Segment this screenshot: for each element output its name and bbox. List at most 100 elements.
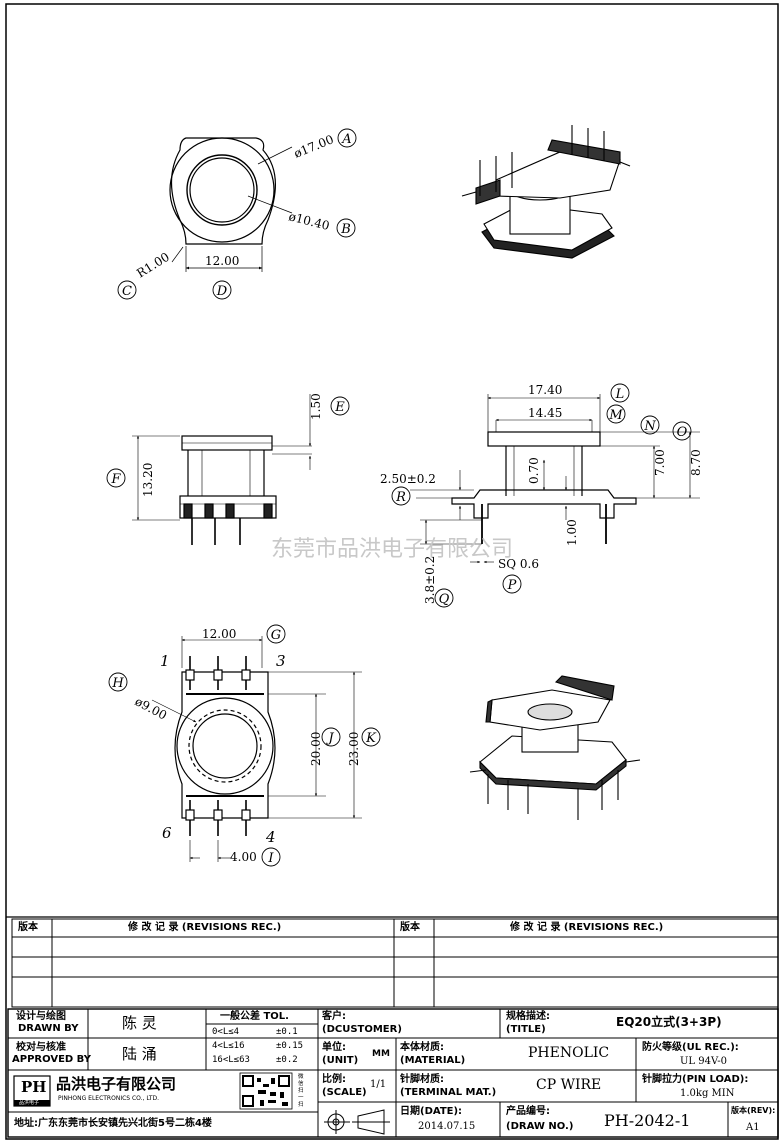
top-dia-inner-label: ø10.40 bbox=[287, 209, 331, 233]
drawn-by-label: 设计与绘图 bbox=[16, 1011, 66, 1022]
date-label: 日期(DATE): bbox=[400, 1106, 463, 1117]
pin-number-4: 4 bbox=[265, 828, 276, 846]
approved-by-label-en: APPROVED BY bbox=[12, 1054, 91, 1065]
logo-text: PH bbox=[21, 1078, 47, 1096]
top-view bbox=[169, 137, 293, 272]
callout-j: J bbox=[325, 731, 334, 746]
sheet-border bbox=[5, 3, 779, 1140]
tolerance-title: 一般公差 TOL. bbox=[220, 1011, 289, 1022]
side-height-label: 13.20 bbox=[141, 463, 155, 497]
callout-o: O bbox=[677, 425, 688, 440]
bottom-pitch-label: 4.00 bbox=[230, 850, 257, 864]
tolerance-row-2-range: 4<L≤16 bbox=[212, 1041, 245, 1051]
section-flange-label: 7.00 bbox=[653, 449, 667, 476]
revision-table bbox=[11, 918, 779, 1008]
top-dia-outer-label: ø17.00 bbox=[292, 132, 336, 161]
section-wall-label: 0.70 bbox=[527, 457, 541, 484]
fire-rating-value: UL 94V-0 bbox=[680, 1056, 728, 1067]
material-label-en: (MATERIAL) bbox=[400, 1055, 466, 1066]
tolerance-row-3-range: 16<L≤63 bbox=[212, 1055, 250, 1065]
terminal-material-label-en: (TERMINAL MAT.) bbox=[400, 1087, 497, 1098]
unit-label-en: (UNIT) bbox=[322, 1055, 359, 1066]
pin-load-label: 针脚拉力(PIN LOAD): bbox=[642, 1074, 749, 1085]
bottom-view bbox=[151, 636, 362, 862]
callout-e: E bbox=[334, 400, 345, 415]
callout-b: B bbox=[340, 222, 351, 237]
callout-g: G bbox=[271, 628, 281, 643]
draw-no-label-en: (DRAW NO.) bbox=[506, 1121, 574, 1132]
section-pin-offset-label: 2.50±0.2 bbox=[380, 472, 436, 486]
rev-col-header-right: 版本 bbox=[400, 922, 420, 933]
section-pin-square-label: SQ 0.6 bbox=[498, 557, 539, 571]
pin-load-value: 1.0kg MIN bbox=[680, 1088, 735, 1099]
callout-l: L bbox=[615, 387, 625, 402]
tolerance-row-1-value: ±0.1 bbox=[276, 1027, 298, 1037]
callout-h: H bbox=[111, 676, 124, 691]
bottom-height-outer-label: 23.00 bbox=[347, 732, 361, 766]
material-label: 本体材质: bbox=[400, 1042, 444, 1053]
callout-r: R bbox=[395, 490, 406, 505]
tolerance-row-1-range: 0<L≤4 bbox=[212, 1027, 240, 1037]
callout-d: D bbox=[216, 284, 228, 299]
projection-symbol bbox=[324, 1109, 390, 1135]
section-width-outer-label: 17.40 bbox=[528, 383, 562, 397]
scale-value: 1/1 bbox=[370, 1079, 387, 1090]
date-value: 2014.07.15 bbox=[418, 1121, 476, 1132]
drawn-by-name: 陈 灵 bbox=[122, 1014, 157, 1032]
pin-number-3: 3 bbox=[276, 652, 286, 670]
section-view bbox=[410, 394, 700, 564]
unit-label: 单位: bbox=[322, 1042, 346, 1053]
rev-records-header-left: 修 改 记 录 (REVISIONS REC.) bbox=[128, 922, 282, 933]
company-name-cn: 品洪电子有限公司 bbox=[56, 1075, 177, 1093]
scale-label-en: (SCALE) bbox=[322, 1087, 367, 1098]
side-height-top-label: 1.50 bbox=[309, 393, 323, 420]
company-name-en: PINHONG ELECTRONICS CO., LTD. bbox=[58, 1095, 160, 1102]
fire-rating-label: 防火等级(UL REC.): bbox=[642, 1042, 739, 1053]
qr-code bbox=[239, 1072, 293, 1110]
unit-value: MM bbox=[372, 1049, 390, 1059]
isometric-view-top bbox=[461, 125, 631, 259]
callout-f: F bbox=[110, 472, 121, 487]
callout-p: P bbox=[507, 578, 517, 593]
title-label-en: (TITLE) bbox=[506, 1024, 546, 1035]
logo-subtext: 品洪电子 bbox=[19, 1100, 40, 1106]
draw-no-label: 产品编号: bbox=[506, 1106, 550, 1117]
title-label: 规格描述: bbox=[506, 1011, 550, 1022]
material-value: PHENOLIC bbox=[528, 1045, 610, 1061]
company-address: 地址:广东东莞市长安镇先兴北街5号二栋4楼 bbox=[14, 1118, 212, 1129]
callout-q: Q bbox=[439, 592, 450, 607]
tolerance-row-3-value: ±0.2 bbox=[276, 1055, 298, 1065]
watermark: 东莞市品洪电子有限公司 bbox=[271, 537, 513, 562]
rev-col-header-left: 版本 bbox=[18, 922, 38, 933]
callout-a: A bbox=[341, 132, 351, 147]
company-logo bbox=[13, 1075, 51, 1107]
section-width-inner-label: 14.45 bbox=[528, 406, 562, 420]
rev-label: 版本(REV): bbox=[731, 1106, 776, 1115]
section-pin-length-label: 3.8±0.2 bbox=[423, 556, 437, 604]
top-radius-label: R1.00 bbox=[134, 250, 172, 281]
callout-m: M bbox=[608, 408, 623, 423]
title-value: EQ20立式(3+3P) bbox=[616, 1015, 722, 1029]
callout-i: I bbox=[267, 851, 274, 866]
pin-number-6: 6 bbox=[162, 824, 172, 842]
callout-n: N bbox=[643, 419, 656, 434]
bottom-hole-label: ø9.00 bbox=[133, 694, 170, 722]
qr-side-text: 微信扫一扫 bbox=[298, 1074, 304, 1108]
top-width-label: 12.00 bbox=[205, 254, 239, 268]
customer-label: 客户: bbox=[322, 1011, 346, 1022]
terminal-material-label: 针脚材质: bbox=[400, 1074, 444, 1085]
terminal-material-value: CP WIRE bbox=[536, 1077, 602, 1093]
rev-value: A1 bbox=[746, 1122, 760, 1133]
isometric-view-bottom bbox=[469, 675, 641, 820]
section-height-label: 8.70 bbox=[689, 449, 703, 476]
section-base-label: 1.00 bbox=[565, 519, 579, 546]
callout-bubbles bbox=[106, 128, 692, 867]
bottom-span-label: 12.00 bbox=[202, 627, 236, 641]
title-block-grid bbox=[7, 1008, 779, 1138]
draw-no-value: PH-2042-1 bbox=[604, 1111, 691, 1130]
callout-k: K bbox=[365, 731, 377, 746]
callout-c: C bbox=[122, 284, 132, 299]
approved-by-label: 校对与核准 bbox=[16, 1042, 66, 1053]
rev-records-header-right: 修 改 记 录 (REVISIONS REC.) bbox=[510, 922, 664, 933]
